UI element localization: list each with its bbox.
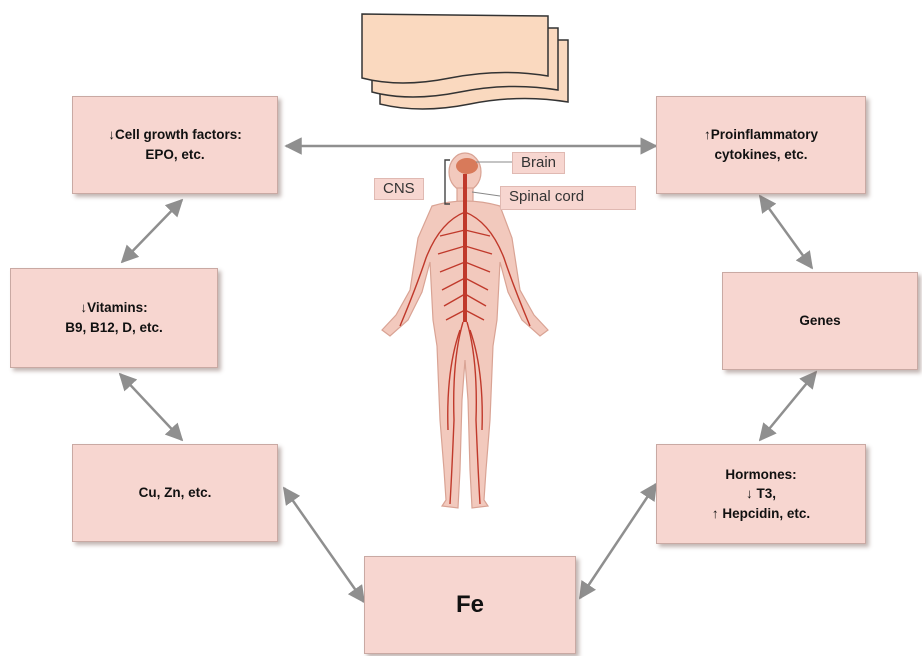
arrow-cellgrowth-vitamins: [122, 200, 182, 262]
minerals-box: Cu, Zn, etc.: [72, 444, 278, 542]
proinflammatory-line2: cytokines, etc.: [704, 145, 818, 165]
document-stack-icon: [362, 14, 568, 109]
fe-label: Fe: [456, 588, 484, 623]
arrow-genes-hormones: [760, 372, 816, 440]
cns-label: CNS: [374, 178, 424, 200]
arrow-hormones-fe: [580, 484, 656, 598]
cell-growth-line1: ↓Cell growth factors:: [108, 125, 242, 145]
arrow-vitamins-minerals: [120, 374, 182, 440]
hormones-line2: ↓ T3,: [712, 484, 810, 504]
hormones-line3: ↑ Hepcidin, etc.: [712, 504, 810, 524]
vitamins-line2: B9, B12, D, etc.: [65, 318, 163, 338]
arrow-minerals-fe: [284, 488, 364, 602]
cell-growth-line2: EPO, etc.: [108, 145, 242, 165]
genes-box: Genes: [722, 272, 918, 370]
arrow-proinflammatory-genes: [760, 196, 812, 268]
minerals-line1: Cu, Zn, etc.: [139, 483, 212, 503]
brain-label: Brain: [512, 152, 565, 174]
hormones-line1: Hormones:: [712, 465, 810, 485]
vitamins-line1: ↓Vitamins:: [65, 298, 163, 318]
genes-line1: Genes: [799, 311, 840, 331]
fe-box: Fe: [364, 556, 576, 654]
cell-growth-factors-box: ↓Cell growth factors:EPO, etc.: [72, 96, 278, 194]
proinflammatory-line1: ↑Proinflammatory: [704, 125, 818, 145]
spinal-cord-label: Spinal cord: [500, 186, 636, 210]
hormones-box: Hormones:↓ T3,↑ Hepcidin, etc.: [656, 444, 866, 544]
vitamins-box: ↓Vitamins:B9, B12, D, etc.: [10, 268, 218, 368]
